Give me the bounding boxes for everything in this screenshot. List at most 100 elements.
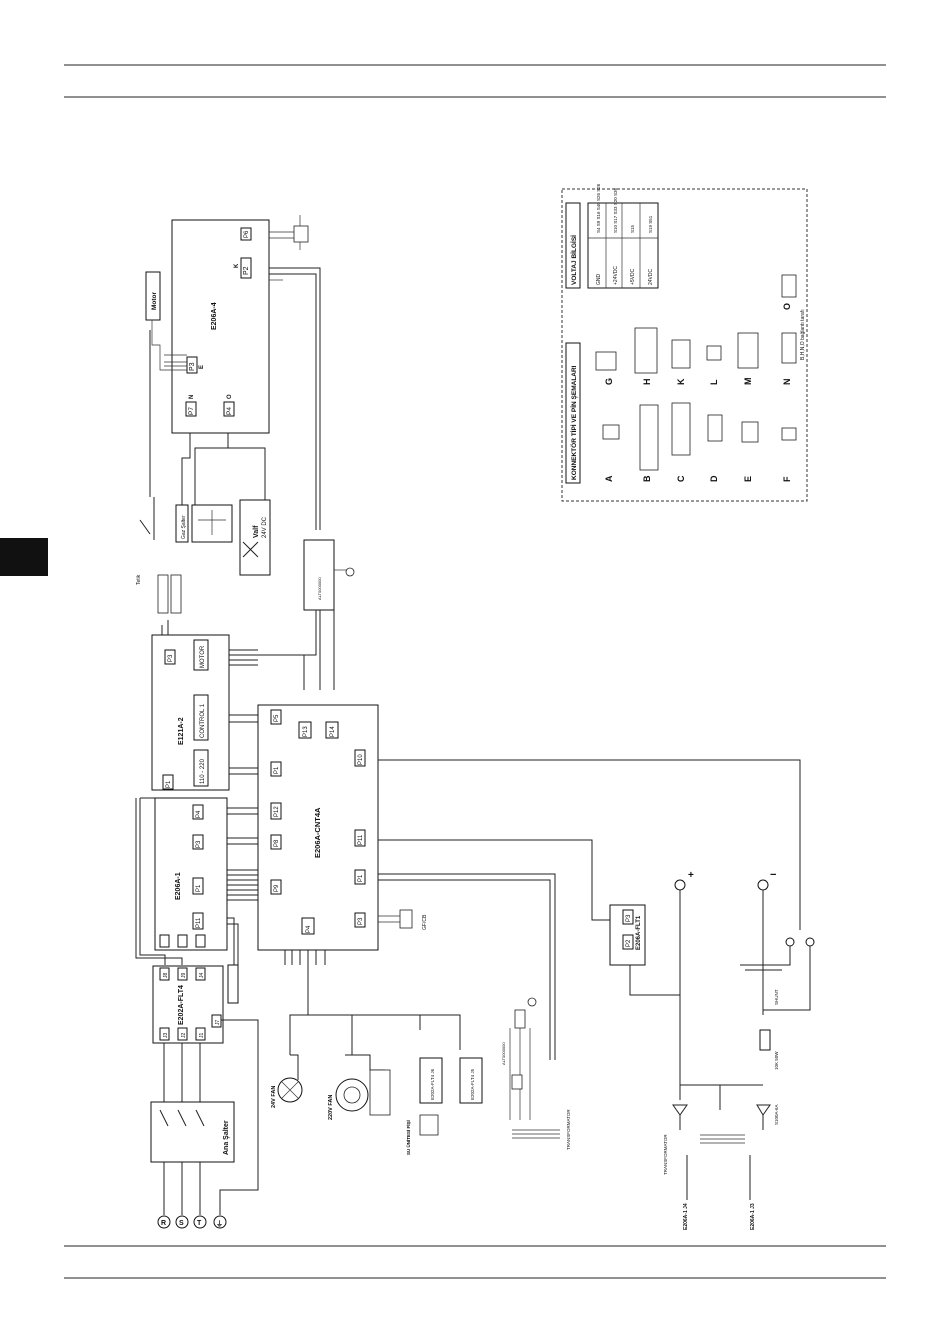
legend-k: K — [676, 378, 686, 385]
torch-label: Tetik — [136, 574, 142, 585]
gas-valve-group: Gaz Şalter Valf 24V DC — [175, 433, 271, 576]
gas-switch-label: Gaz Şalter — [181, 515, 187, 539]
voltage-tag: 110 - 220 — [200, 758, 206, 784]
port-j1: J1 — [199, 1033, 205, 1039]
filter-label: ALT0000000 — [317, 577, 322, 600]
legend-panel: KONNEKTÖR TİPİ VE PİN ŞEMALARI VOLTAJ Bİ… — [561, 183, 808, 502]
port-p10: P10 — [358, 754, 364, 765]
main-trafo-label: TRANSFORMATOR — [663, 1134, 668, 1175]
volt-row-24dc-pins: S19 S51 — [648, 215, 653, 233]
legend-m: M — [743, 378, 753, 386]
port-p3e: P3 — [626, 914, 632, 922]
valve-voltage: 24V DC — [262, 516, 268, 538]
board-main-label: E206A-CNT4A — [313, 807, 322, 858]
fan220-label: 220V FAN — [328, 1095, 334, 1120]
board-flt1: E206A-FLT1 P3 P2 — [609, 904, 680, 996]
port-p7: P7 — [188, 407, 195, 415]
legend-h: H — [642, 379, 652, 386]
legend-n: N — [782, 379, 792, 386]
fan24-label: 24V FAN — [271, 1086, 277, 1108]
port-p12: P12 — [274, 806, 280, 817]
port-j2: J2 — [181, 1033, 187, 1039]
port-p4: P4 — [226, 407, 233, 415]
torch-trigger: Tetik — [136, 330, 182, 614]
port-p9: P9 — [274, 884, 280, 892]
spark-trafo-label: TRANSFORMATOR — [566, 1109, 571, 1150]
main-switch: Ana Şalter R S T ⏚ — [150, 1101, 235, 1229]
legend-e: E — [743, 476, 753, 482]
port-p4b: P4 — [196, 810, 202, 818]
j4-source-label: E206A-1 J4 — [683, 1203, 689, 1230]
board-flt1-label: E206A-FLT1 — [636, 915, 642, 950]
port-p1b: P1 — [166, 780, 172, 788]
volt-row-24: +24VDC — [613, 266, 619, 285]
water-unit: E202A-FLT4 J6 E202A-FLT4 J5 SU ÜNİTESİ F… — [405, 1057, 483, 1155]
control-tag: CONTROL 1 — [200, 703, 206, 738]
board-flt4-label: E202A-FLT4 — [178, 985, 185, 1025]
board-e1210-label: E121A-2 — [178, 717, 185, 745]
port-p2b: P2 — [626, 939, 632, 947]
board-e2061: E206A-1 P4 P3 P1 P11 — [135, 797, 258, 970]
port-p5: P5 — [274, 714, 280, 722]
motor: Motor — [145, 271, 187, 371]
spark-transformer: TRANSFORMATOR ALT0000000 — [501, 997, 571, 1150]
port-j9: J9 — [181, 973, 187, 979]
valve-label: Valf — [253, 525, 260, 538]
port-p8: P8 — [274, 839, 280, 847]
volt-row-5: +5VDC — [630, 268, 636, 285]
fan-220v: 220V FAN — [328, 1054, 391, 1120]
board-e2061-label: E206A-1 — [175, 872, 182, 900]
port-p3c: P3 — [196, 840, 202, 848]
resistor-label: 10K 50W — [774, 1051, 779, 1070]
volt-row-24-pins: S10 S17 S33 S20 S36 — [613, 187, 618, 233]
legend-g: G — [604, 378, 614, 385]
port-p1d: P1 — [358, 874, 364, 882]
phase-r: R — [161, 1220, 166, 1227]
main-switch-label: Ana Şalter — [223, 1120, 230, 1155]
port-j3: J3 — [163, 1033, 169, 1039]
plus-terminal: + — [688, 870, 694, 881]
board-e2064-label: E206A-4 — [211, 302, 218, 330]
conn-type-n: N — [189, 395, 195, 399]
filter-block: ALT0000000 — [230, 539, 355, 690]
board-e1210: E121A-2 P3 MOTOR CONTROL 1 110 - 220 P1 — [151, 620, 258, 791]
fan-24v: 24V FAN — [271, 1054, 303, 1108]
legend-note: B,H,N,O bağlantı tarafı — [800, 309, 806, 360]
gfcb-label: GF/CB — [422, 914, 428, 930]
legend-c: C — [676, 475, 686, 482]
conn-type-o: O — [227, 394, 233, 399]
legend-pins-title: KONNEKTÖR TİPİ VE PİN ŞEMALARI — [569, 365, 578, 480]
legend-d: D — [709, 475, 719, 482]
board-main: E206A-CNT4A P5 P13 P14 P1 P12 P8 P9 P4 P… — [257, 704, 801, 1060]
board-e2064: E206A-4 P6 P2 K P3 E P7 N P4 O — [171, 219, 270, 434]
flt4-j6-label: E202A-FLT4 J6 — [430, 1068, 435, 1100]
j3-source-label: E206A-1 J3 — [750, 1203, 756, 1230]
port-p13: P13 — [303, 726, 309, 737]
legend-l: L — [709, 379, 719, 385]
port-p14: P14 — [330, 726, 336, 737]
reed-switch — [269, 215, 321, 530]
motor-tag: MOTOR — [200, 645, 206, 668]
phase-s: S — [179, 1220, 184, 1227]
port-p2: P2 — [243, 266, 250, 275]
section-tab — [0, 538, 48, 576]
earth-terminal: ⏚ — [216, 1220, 223, 1228]
port-p3d: P3 — [358, 917, 364, 925]
phase-t: T — [197, 1220, 202, 1227]
port-j8: J8 — [163, 973, 169, 979]
volt-row-5-pins: S15 — [630, 224, 635, 233]
port-p11: P11 — [358, 834, 364, 845]
volt-row-24dc: 24VDC — [648, 268, 654, 285]
port-p3: P3 — [189, 362, 196, 371]
water-plug-label: SU ÜNİTESİ FİŞİ — [405, 1120, 411, 1155]
conn-type-k: K — [234, 263, 240, 268]
port-p3b: P3 — [168, 654, 174, 662]
minus-terminal: − — [770, 869, 776, 881]
volt-row-gnd: GND — [596, 274, 602, 286]
flt4-j5-label: E202A-FLT4 J5 — [470, 1068, 475, 1100]
port-p6: P6 — [244, 230, 250, 238]
port-p1: P1 — [274, 766, 280, 774]
legend-a: A — [604, 475, 614, 482]
port-p11b: P11 — [196, 917, 202, 928]
